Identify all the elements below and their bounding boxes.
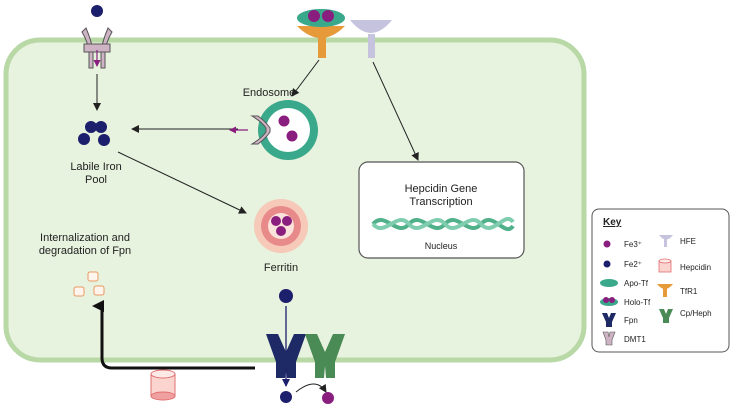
- nucleus-box: [358, 161, 525, 259]
- key-hfe-swatch: [659, 235, 673, 247]
- key-fe3-swatch: [603, 240, 611, 248]
- hepcidin-gene-label-2: Transcription: [409, 196, 472, 208]
- internalized-hepcidin: [73, 271, 105, 297]
- key-title: Key: [603, 217, 622, 228]
- key-fpn-swatch: [602, 313, 616, 327]
- endosome: [229, 100, 318, 160]
- oxidation-arrow: [295, 383, 327, 393]
- ferritin: [254, 199, 308, 253]
- key-dmt1-label: DMT1: [624, 335, 646, 344]
- key-cp-heph-swatch: [659, 309, 673, 323]
- fe3-exported: [322, 392, 334, 404]
- key-apo-tf-swatch: [600, 279, 618, 287]
- key-fpn-label: Fpn: [624, 316, 638, 325]
- labile-iron-label-2: Pool: [85, 174, 107, 186]
- key-tfr1-swatch: [657, 284, 673, 297]
- internalization-label-2: degradation of Fpn: [39, 245, 131, 257]
- hepcidin-gene-label-1: Hepcidin Gene: [405, 183, 478, 195]
- key-apo-tf-label: Apo-Tf: [624, 279, 649, 288]
- key-fe3-label: Fe3⁺: [624, 240, 642, 249]
- arrow-pool-to-ferritin: [117, 151, 247, 214]
- ferritin-label: Ferritin: [264, 262, 298, 274]
- key-holo-tf-label: Holo-Tf: [624, 298, 651, 307]
- key-hepcidin-swatch: [658, 258, 672, 273]
- arrow-tfr1-to-endosome: [291, 59, 320, 97]
- key-dmt1-swatch: [602, 331, 616, 346]
- arrow-hfe-to-nucleus: [372, 61, 419, 161]
- tfr1-holo-tf-top: [297, 9, 345, 58]
- fe2-ion: [91, 5, 103, 17]
- key-cp-heph-label: Cp/Heph: [680, 309, 712, 318]
- key-fe2-swatch: [603, 260, 611, 268]
- dna-helix: [371, 217, 515, 231]
- key-tfr1-label: TfR1: [680, 287, 698, 296]
- cp-heph: [305, 334, 345, 378]
- ferroportin: [266, 334, 306, 378]
- hepcidin-outside: [150, 369, 176, 401]
- dmt1-transporter-top: [81, 5, 113, 69]
- key-hepcidin-label: Hepcidin: [680, 263, 711, 272]
- fe2-ion-fpn: [279, 289, 293, 303]
- key-fe2-label: Fe2⁺: [624, 260, 642, 269]
- hfe-protein-top: [350, 20, 392, 58]
- key-hfe-label: HFE: [680, 237, 696, 246]
- nucleus-label: Nucleus: [425, 241, 458, 251]
- fe2-exported: [280, 391, 292, 403]
- internalization-label-1: Internalization and: [40, 232, 130, 244]
- labile-iron-pool: [78, 121, 110, 146]
- key-box: [591, 208, 730, 353]
- labile-iron-label-1: Labile Iron: [70, 161, 121, 173]
- arrow-hepcidin-to-internalization: [92, 300, 255, 370]
- endosome-label: Endosome: [243, 87, 296, 99]
- key-holo-tf-swatch: [600, 297, 618, 306]
